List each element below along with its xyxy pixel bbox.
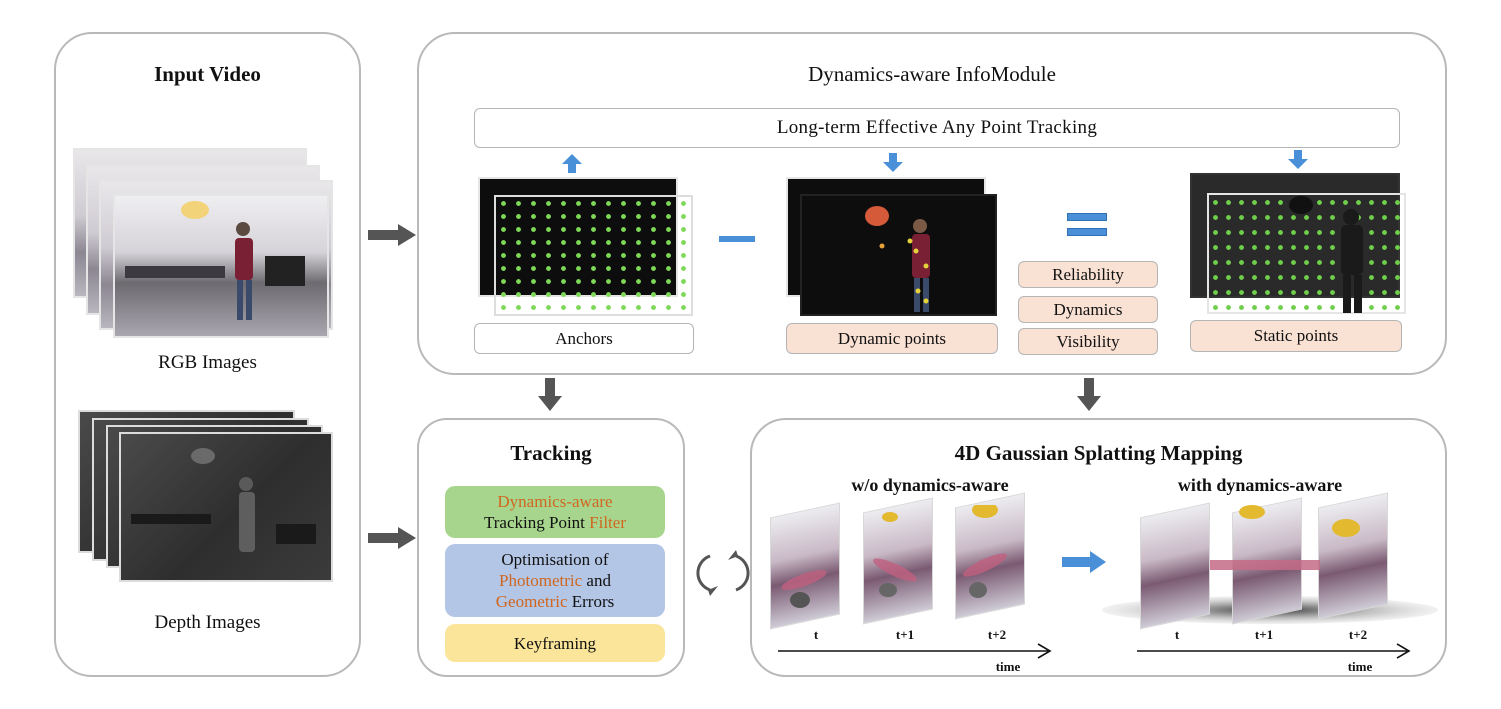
filter-line2b: Filter xyxy=(589,513,626,532)
arrow-up-anchors xyxy=(562,154,582,173)
with-tick-t1: t+1 xyxy=(1254,627,1274,642)
depth-images-label: Depth Images xyxy=(154,612,261,633)
depth-scene-icon xyxy=(131,448,316,552)
with-time-axis xyxy=(1137,643,1411,659)
filter-line2a: Tracking Point xyxy=(483,513,590,532)
infomodule-title: Dynamics-aware InfoModule xyxy=(808,62,1056,86)
left-subtitle: w/o dynamics-aware xyxy=(851,475,1009,495)
point-tracking-bar: Long-term Effective Any Point Tracking xyxy=(474,108,1400,148)
with-gaussian-tube-icon xyxy=(1210,505,1360,570)
arrow-rgb-to-infomodule xyxy=(368,224,416,246)
attribute-reliability: Reliability xyxy=(1018,261,1158,288)
filter-line1: Dynamics-aware xyxy=(497,492,613,511)
keyframing-box: Keyframing xyxy=(445,624,665,662)
with-tick-t: t xyxy=(1174,627,1180,642)
arrow-depth-to-tracking xyxy=(368,527,416,549)
keyframing-label: Keyframing xyxy=(513,633,597,653)
dynamic-points-label: Dynamic points xyxy=(786,323,998,354)
wo-tick-t2: t+2 xyxy=(987,627,1007,642)
anchors-frame-front xyxy=(494,195,693,316)
opt-line3b: Errors xyxy=(567,592,615,611)
minus-operator-icon xyxy=(719,236,755,242)
anchors-label: Anchors xyxy=(474,323,694,354)
wo-gaussian-artifacts-icon xyxy=(781,505,1007,608)
rgb-scene-icon xyxy=(125,201,305,320)
opt-line1: Optimisation of xyxy=(501,550,609,569)
with-tick-t2: t+2 xyxy=(1348,627,1368,642)
tracking-point-filter-box: Dynamics-aware Tracking Point Filter xyxy=(445,486,665,538)
dynamic-person-icon xyxy=(865,206,930,312)
arrow-infomodule-to-mapping xyxy=(1077,378,1101,411)
optimisation-box: Optimisation of Photometric and Geometri… xyxy=(445,544,665,617)
dynamic-frame-front xyxy=(800,194,997,316)
opt-line2a: Photometric xyxy=(499,571,583,590)
wo-time-axis xyxy=(778,643,1052,659)
mapping-title: 4D Gaussian Splatting Mapping xyxy=(954,441,1243,465)
depth-frame-front xyxy=(119,432,333,582)
arrow-wo-to-with xyxy=(1062,551,1106,573)
equals-operator-icon xyxy=(1067,213,1107,237)
rgb-images-label: RGB Images xyxy=(158,352,257,373)
arrow-down-static xyxy=(1288,150,1308,169)
static-points-label: Static points xyxy=(1190,320,1402,352)
static-frame-front xyxy=(1207,193,1406,314)
attribute-visibility: Visibility xyxy=(1018,328,1158,355)
right-subtitle: with dynamics-aware xyxy=(1177,475,1343,495)
attribute-dynamics: Dynamics xyxy=(1018,296,1158,323)
tracking-title: Tracking xyxy=(510,441,592,465)
wo-tick-t1: t+1 xyxy=(895,627,915,642)
input-video-title: Input Video xyxy=(154,62,261,86)
arrow-infomodule-to-tracking xyxy=(538,378,562,411)
arrow-down-dynamic xyxy=(883,153,903,172)
opt-line2b: and xyxy=(582,571,611,590)
wo-tick-t: t xyxy=(813,627,819,642)
cycle-arrows-icon xyxy=(696,550,750,596)
wo-time-label: time xyxy=(995,659,1021,674)
static-masked-person-icon xyxy=(1289,196,1363,313)
rgb-frame-front xyxy=(113,194,329,338)
with-time-label: time xyxy=(1347,659,1373,674)
opt-line3a: Geometric xyxy=(495,592,568,611)
